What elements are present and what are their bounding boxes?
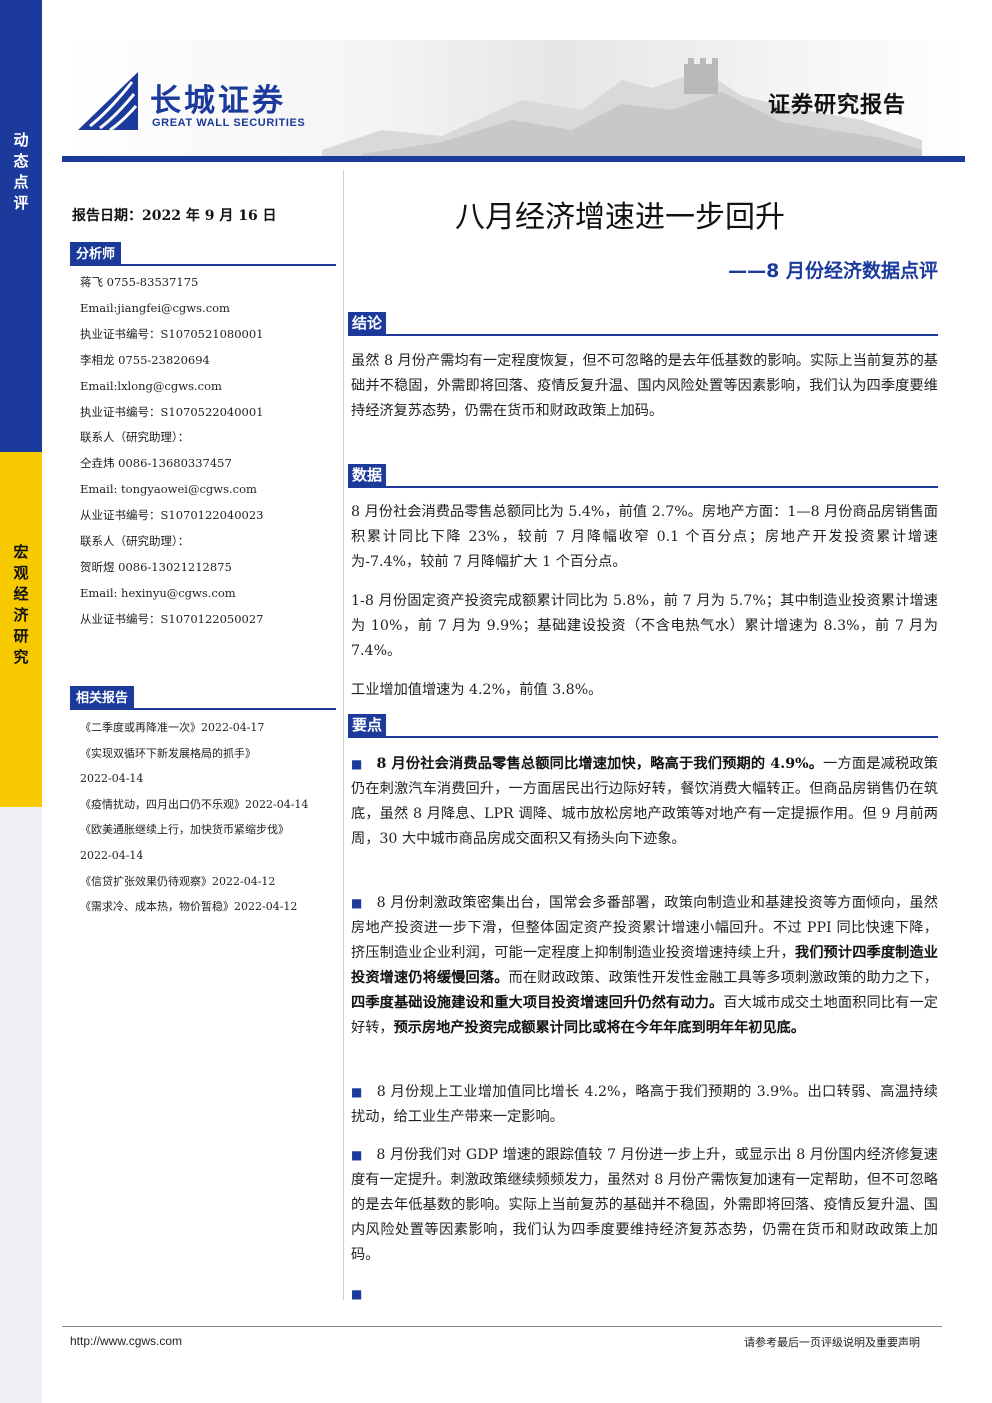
analyst-line: Email: tongyaowei@cgws.com — [80, 482, 257, 497]
bullet-icon: ■ — [351, 757, 363, 771]
conclusion-label: 结论 — [348, 312, 387, 334]
analyst-line: 执业证书编号：S1070521080001 — [80, 326, 264, 341]
company-logo-icon — [78, 72, 138, 132]
related-section-header: 相关报告 — [70, 686, 336, 710]
keypoint-consumption-headline: 8 月份社会消费品零售总额同比增速加快，略高于我们预期的 4.9%。 — [376, 756, 824, 772]
data-section-header: 数据 — [348, 464, 938, 488]
keypoint-consumption: ■ 8 月份社会消费品零售总额同比增速加快，略高于我们预期的 4.9%。一方面是减… — [351, 752, 938, 852]
keypoint-investment-bold-3: 预示房地产投资完成额累计同比或将在今年年底到明年年初见底。 — [393, 1020, 806, 1036]
related-report-item: 2022-04-14 — [80, 848, 144, 862]
data-paragraph-industry: 工业增加值增速为 4.2%，前值 3.8%。 — [351, 682, 603, 698]
keypoints-section-header: 要点 — [348, 714, 938, 738]
bullet-icon: ■ — [351, 1287, 363, 1301]
keypoint-consumption-body: 一方面是减税政策仍在刺激汽车消费回升，一方面居民出行边际好转，餐饮消费大幅转正。… — [351, 756, 938, 847]
keypoint-investment-body-3: 百大城市成交土地面积同比有一定好转， — [351, 995, 938, 1036]
analyst-label: 分析师 — [70, 242, 122, 264]
side-band-yellow — [0, 452, 42, 807]
related-report-item: 《疫情扰动，四月出口仍不乐观》2022-04-14 — [80, 797, 309, 811]
bullet-icon: ■ — [351, 1148, 363, 1162]
related-report-item: 《需求冷、成本热，物价暂稳》2022-04-12 — [80, 900, 298, 914]
column-divider — [343, 170, 344, 1300]
keypoint-industry-body: 8 月份规上工业增加值同比增长 4.2%，略高于我们预期的 3.9%。出口转弱、… — [351, 1084, 938, 1125]
side-label-research-area: 宏 观 经 济 研 究 — [13, 543, 29, 666]
data-paragraph-investment: 1-8 月份固定资产投资完成额累计同比为 5.8%，前 7 月为 5.7%；其中… — [351, 593, 938, 659]
analyst-line: Email: hexinyu@cgws.com — [80, 585, 236, 600]
analyst-line: 执业证书编号：S1070522040001 — [80, 404, 264, 419]
related-report-list: 《二季度或再降准一次》2022-04-17 《实现双循环下新发展格局的抓手》 2… — [80, 715, 338, 920]
page-subtitle: ——8 月份经济数据点评 — [728, 260, 938, 282]
data-label: 数据 — [348, 464, 387, 486]
analyst-section-header: 分析师 — [70, 242, 336, 266]
keypoint-investment-bold-1: 我们预计四季度制造业投资增速仍将缓慢回落。 — [351, 945, 938, 986]
analyst-list: 蒋飞 0755-83537175 Email:jiangfei@cgws.com… — [80, 270, 340, 633]
conclusion-paragraph: 虽然 8 月份产需均有一定程度恢复，但不可忽略的是去年低基数的影响。实际上当前复… — [351, 353, 938, 419]
bullet-icon: ■ — [351, 1085, 363, 1099]
keypoint-industry: ■8 月份规上工业增加值同比增长 4.2%，略高于我们预期的 3.9%。出口转弱… — [351, 1080, 938, 1130]
related-report-item: 《欧美通胀继续上行，加快货币紧缩步伐》 — [80, 823, 289, 837]
side-band-blue — [0, 0, 42, 452]
bullet-icon: ■ — [351, 896, 363, 910]
great-wall-illustration — [322, 58, 922, 158]
analyst-line: 从业证书编号：S1070122050027 — [80, 611, 264, 626]
keypoints-label: 要点 — [348, 714, 387, 736]
conclusion-section-header: 结论 — [348, 312, 938, 336]
keypoint-investment-bold-2: 四季度基础设施建设和重大项目投资增速回升仍然有动力。 — [351, 995, 724, 1011]
analyst-line: 贺昕煜 0086-13021212875 — [80, 559, 232, 574]
related-report-item: 《信贷扩张效果仍待观察》2022-04-12 — [80, 874, 276, 888]
keypoint-gdp-body: 8 月份我们对 GDP 增速的跟踪值较 7 月份进一步上升，或显示出 8 月份国… — [351, 1147, 938, 1263]
company-name-en: GREAT WALL SECURITIES — [152, 117, 306, 129]
analyst-line: 李相龙 0755-23820694 — [80, 352, 210, 367]
footer-notice: 请参考最后一页评级说明及重要声明 — [744, 1336, 920, 1349]
analyst-line: 蒋飞 0755-83537175 — [80, 275, 199, 289]
analyst-line: 联系人（研究助理）： — [80, 430, 190, 445]
side-label-report-kind: 动 态 点 评 — [13, 131, 29, 212]
related-report-item: 《实现双循环下新发展格局的抓手》 — [80, 746, 256, 760]
company-name-cn: 长城证券 — [150, 83, 286, 119]
header-banner — [62, 40, 965, 158]
analyst-line: Email:jiangfei@cgws.com — [80, 300, 230, 315]
analyst-line: 联系人（研究助理）： — [80, 534, 190, 549]
page-title: 八月经济增速进一步回升 — [455, 200, 785, 235]
keypoint-investment: ■8 月份刺激政策密集出台，国常会多番部署，政策向制造业和基建投资等方面倾向，虽… — [351, 891, 938, 1041]
analyst-line: Email:lxlong@cgws.com — [80, 378, 222, 393]
data-paragraph-retail: 8 月份社会消费品零售总额同比为 5.4%，前值 2.7%。房地产方面：1—8 … — [351, 504, 938, 570]
header-rule — [62, 156, 965, 162]
keypoint-investment-body-2: 而在财政政策、政策性开发性金融工具等多项刺激政策的助力之下， — [508, 970, 938, 986]
related-report-item: 《二季度或再降准一次》2022-04-17 — [80, 721, 265, 734]
footer-url-link[interactable]: http://www.cgws.com — [70, 1334, 183, 1348]
keypoint-investment-body-1: 8 月份刺激政策密集出台，国常会多番部署，政策向制造业和基建投资等方面倾向，虽然… — [351, 895, 938, 961]
footer-rule — [62, 1326, 942, 1327]
analyst-line: 仝垚炜 0086-13680337457 — [80, 456, 232, 471]
keypoint-gdp: ■8 月份我们对 GDP 增速的跟踪值较 7 月份进一步上升，或显示出 8 月份… — [351, 1143, 938, 1268]
related-label: 相关报告 — [70, 686, 135, 708]
analyst-line: 从业证书编号：S1070122040023 — [80, 508, 264, 523]
related-report-item: 2022-04-14 — [80, 772, 144, 786]
report-type: 证券研究报告 — [768, 93, 907, 118]
report-date: 报告日期：2022 年 9 月 16 日 — [72, 208, 277, 224]
keypoint-empty: ■ — [351, 1282, 938, 1307]
